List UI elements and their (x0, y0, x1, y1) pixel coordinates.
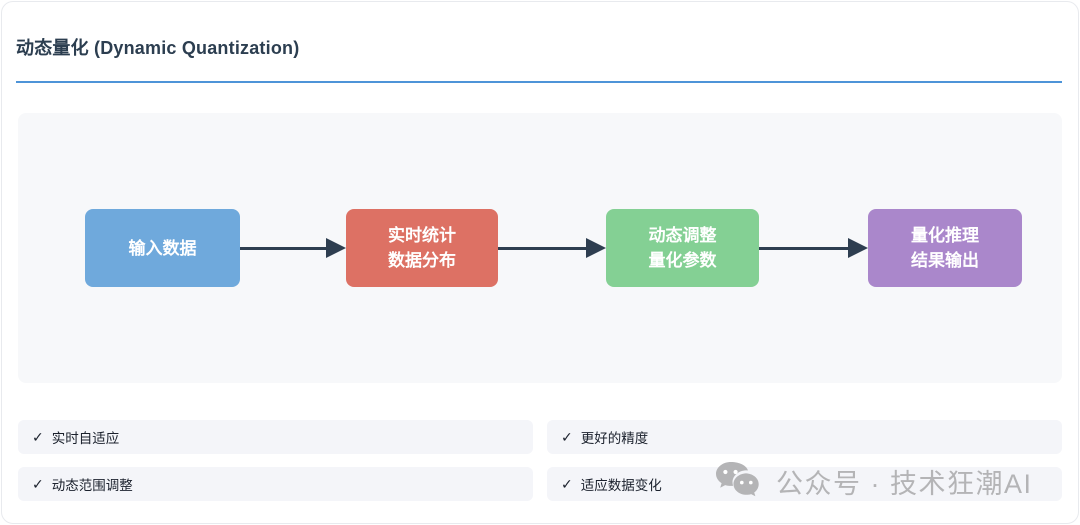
feature-label: 适应数据变化 (580, 478, 662, 493)
flow-node-label-line1: 实时统计 (388, 226, 456, 245)
checkmark-icon: ✓ (32, 428, 44, 445)
feature-label: 实时自适应 (51, 431, 120, 446)
flow-node-input-data: 输入数据 (85, 209, 240, 287)
flow-node-label-line1: 动态调整 (648, 226, 717, 245)
flow-node-label-line2: 量化参数 (648, 251, 717, 270)
arrow-line-2 (498, 247, 587, 250)
arrow-line-3 (759, 247, 849, 250)
feature-label: 动态范围调整 (51, 478, 133, 493)
watermark: 公众号 · 技术狂潮AI (714, 458, 1033, 504)
arrow-line-1 (240, 247, 327, 250)
feature-label: 更好的精度 (580, 431, 649, 446)
title-underline (16, 81, 1062, 83)
flow-node-label-line1: 量化推理 (911, 226, 979, 245)
feature-item-adapt-data-change: ✓ 适应数据变化 (547, 467, 1062, 501)
wechat-icon (714, 460, 764, 502)
flow-node-realtime-stats: 实时统计 数据分布 (346, 209, 498, 287)
flow-node-dynamic-adjust: 动态调整 量化参数 (606, 209, 759, 287)
flow-node-label-line2: 结果输出 (911, 251, 979, 270)
feature-item-dynamic-range: ✓ 动态范围调整 (18, 467, 533, 501)
flow-node-quantized-output: 量化推理 结果输出 (868, 209, 1022, 287)
arrow-head-icon (326, 238, 346, 258)
arrow-head-icon (586, 238, 606, 258)
arrow-head-icon (848, 238, 868, 258)
page-title: 动态量化 (Dynamic Quantization) (16, 38, 300, 58)
flow-node-label: 输入数据 (128, 238, 197, 258)
flow-node-label-line2: 数据分布 (388, 251, 456, 270)
watermark-text: 公众号 · 技术狂潮AI (776, 468, 1033, 499)
feature-item-better-precision: ✓ 更好的精度 (547, 420, 1062, 454)
checkmark-icon: ✓ (32, 475, 44, 492)
feature-item-realtime-adaptive: ✓ 实时自适应 (18, 420, 533, 454)
checkmark-icon: ✓ (561, 428, 573, 445)
checkmark-icon: ✓ (561, 475, 573, 492)
